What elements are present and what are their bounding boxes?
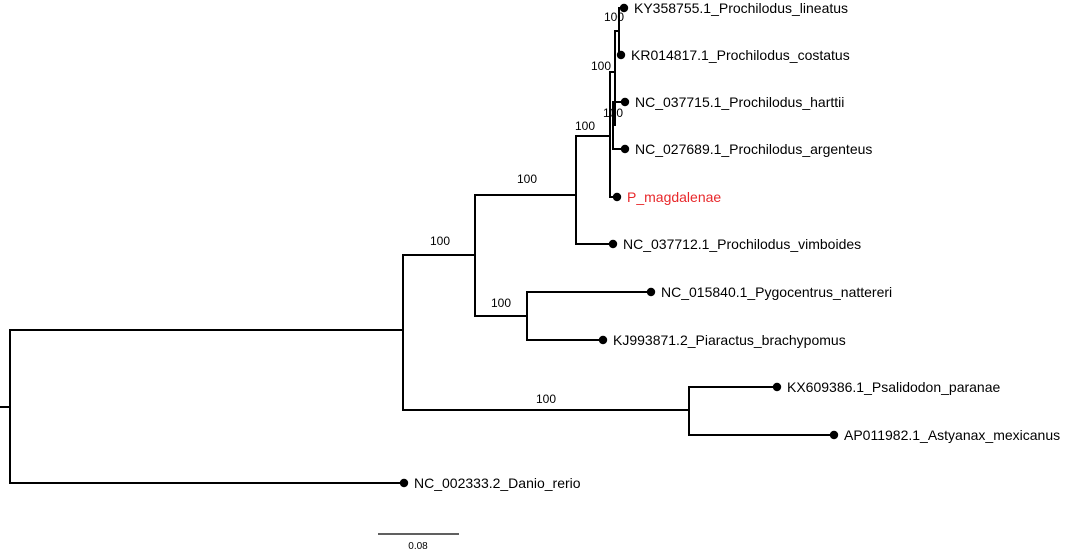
support-value-2: 100 [575, 119, 595, 133]
support-value-6: 100 [604, 10, 624, 24]
tip-label-aP011982: AP011982.1_Astyanax_mexicanus [844, 427, 1060, 443]
tip-dot-nC002333 [399, 478, 409, 488]
tip-label-nC002333: NC_002333.2_Danio_rerio [414, 475, 581, 491]
tip-dot-nC037715 [620, 97, 630, 107]
tip-dot-nC037712 [608, 239, 618, 249]
support-value-0: 100 [430, 234, 450, 248]
tip-dot-kX609386 [772, 382, 782, 392]
support-value-7: 100 [603, 106, 623, 120]
tip-label-kX609386: KX609386.1_Psalidodon_paranae [787, 379, 1001, 395]
support-value-5: 100 [591, 59, 611, 73]
tip-dot-kR014817 [616, 50, 626, 60]
tip-dot-aP011982 [829, 430, 839, 440]
tip-label-kY358755: KY358755.1_Prochilodus_lineatus [634, 0, 848, 16]
tree-tips: KY358755.1_Prochilodus_lineatusKR014817.… [399, 0, 1060, 491]
scale-bar: 0.08 [378, 533, 459, 551]
tip-label-nC037715: NC_037715.1_Prochilodus_harttii [635, 94, 844, 110]
scale-bar-label: 0.08 [408, 541, 428, 551]
tip-dot-pMagdalenae [612, 192, 622, 202]
tip-dot-nC027689 [620, 144, 630, 154]
tip-label-pMagdalenae: P_magdalenae [627, 189, 721, 205]
tip-label-kJ993871: KJ993871.2_Piaractus_brachypomus [613, 332, 846, 348]
support-values: 100 100 100 100 100 100 100 100 [430, 10, 624, 406]
tip-label-nC027689: NC_027689.1_Prochilodus_argenteus [635, 141, 872, 157]
tip-label-nC037712: NC_037712.1_Prochilodus_vimboides [623, 236, 861, 252]
support-value-4: 100 [536, 392, 556, 406]
tip-label-nC015840: NC_015840.1_Pygocentrus_nattereri [661, 284, 892, 300]
support-value-3: 100 [491, 296, 511, 310]
tip-label-kR014817: KR014817.1_Prochilodus_costatus [631, 47, 850, 63]
tip-dot-kY358755 [619, 3, 629, 13]
tip-dot-kJ993871 [598, 335, 608, 345]
tree-branches [0, 7, 835, 484]
support-value-1: 100 [517, 172, 537, 186]
tip-dot-nC015840 [646, 287, 656, 297]
